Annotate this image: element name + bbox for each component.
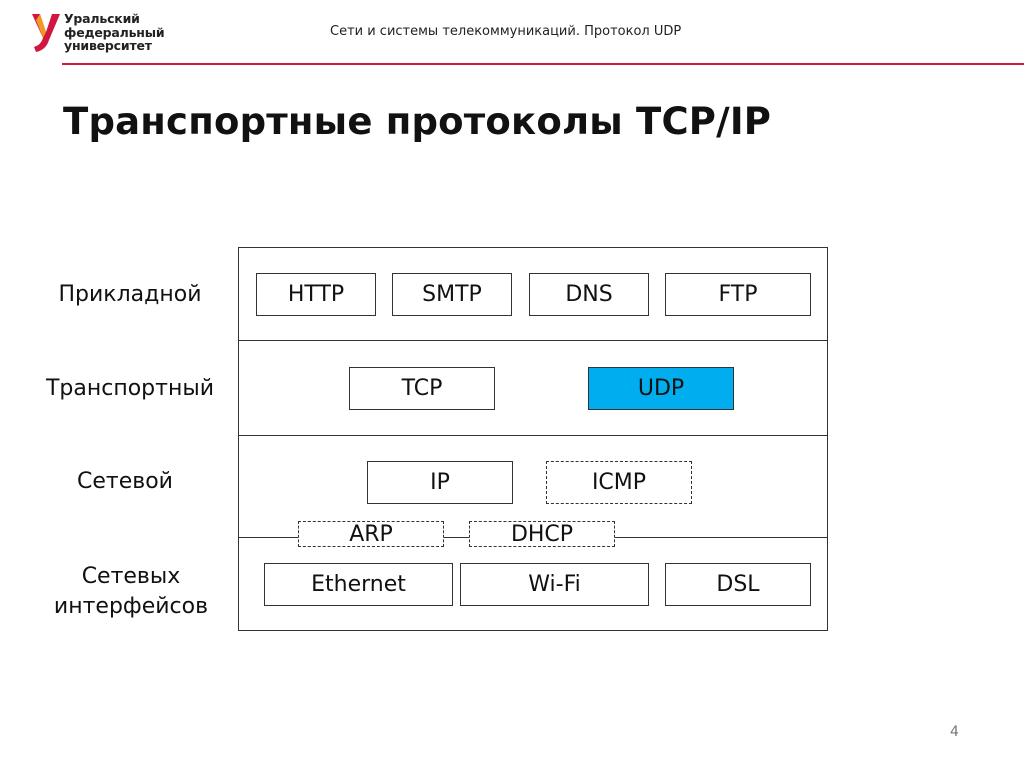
protocol-tcp: TCP: [349, 367, 495, 410]
layer-label-interfaces: Сетевых интерфейсов: [36, 562, 226, 622]
logo-text: Уральский федеральный университет: [64, 11, 165, 53]
protocol-udp: UDP: [588, 367, 734, 410]
header-title: Сети и системы телекоммуникаций. Протоко…: [330, 24, 682, 39]
layer-label-application: Прикладной: [58, 282, 202, 307]
protocol-dsl: DSL: [665, 563, 811, 606]
logo-emblem-icon: [32, 14, 60, 52]
protocol-dns: DNS: [529, 273, 649, 316]
protocol-stack-diagram: [238, 247, 828, 631]
page-number: 4: [950, 724, 959, 740]
protocol-icmp: ICMP: [546, 461, 692, 504]
protocol-smtp: SMTP: [392, 273, 512, 316]
page-title: Транспортные протоколы TCP/IP: [63, 100, 772, 143]
layer-divider: [238, 435, 828, 436]
protocol-ethernet: Ethernet: [264, 563, 453, 606]
protocol-http: HTTP: [256, 273, 376, 316]
university-logo: Уральский федеральный университет: [30, 10, 170, 56]
layer-label-transport: Транспортный: [45, 376, 215, 401]
protocol-ftp: FTP: [665, 273, 811, 316]
layer-label-network: Сетевой: [77, 469, 173, 494]
protocol-wifi: Wi-Fi: [460, 563, 649, 606]
layer-label-line: интерфейсов: [53, 594, 209, 619]
protocol-arp: ARP: [298, 521, 444, 547]
layer-divider: [238, 340, 828, 341]
protocol-dhcp: DHCP: [469, 521, 615, 547]
logo-line: федеральный: [64, 24, 165, 40]
logo-line: университет: [64, 38, 152, 53]
protocol-ip: IP: [367, 461, 513, 504]
header-divider: [62, 63, 1024, 65]
logo-line: Уральский: [64, 11, 140, 26]
layer-label-line: Сетевых: [81, 564, 181, 589]
